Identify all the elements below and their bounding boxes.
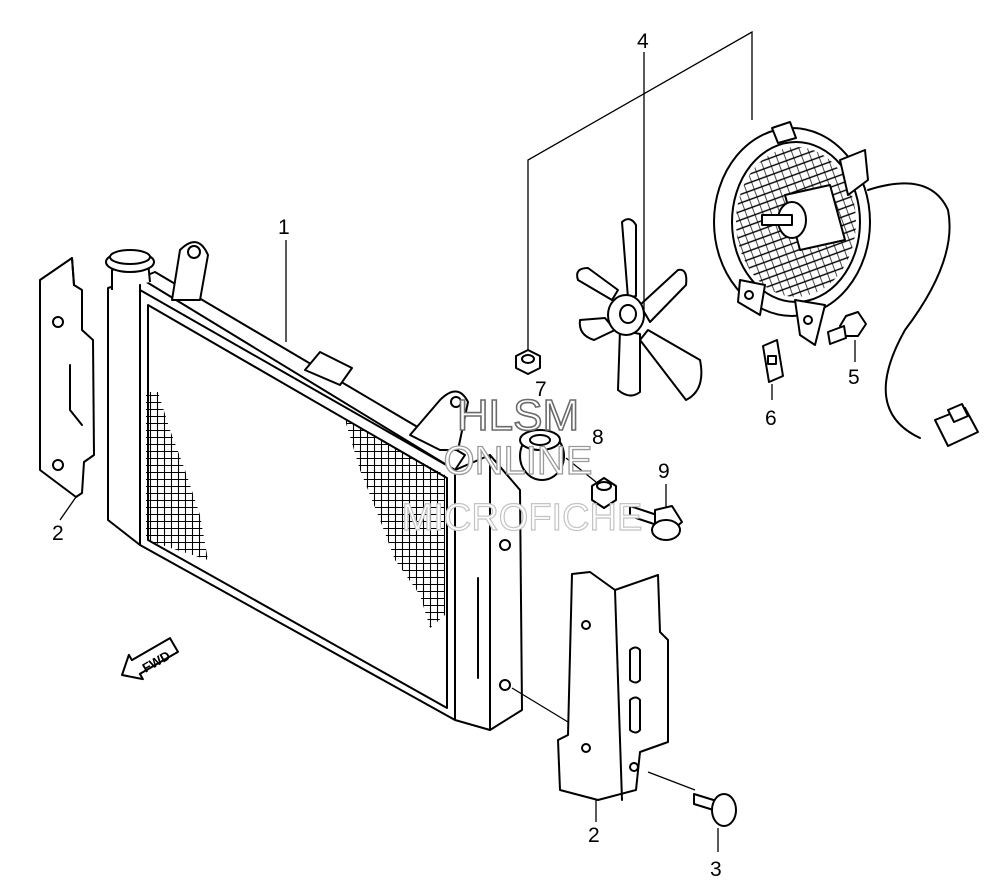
watermark-line-1: HLSM: [457, 391, 579, 440]
callout-3: 3: [710, 858, 722, 881]
watermark-line-3: MICROFICHE: [402, 497, 643, 539]
screw: [647, 771, 737, 852]
fan-blade: [576, 218, 703, 401]
bolt: [827, 311, 867, 362]
clip: [762, 339, 784, 400]
watermark: HLSM ONLINE MICROFICHE: [401, 390, 643, 539]
nut: [515, 349, 541, 375]
fan-assembly-leader: [527, 30, 753, 352]
collar: [565, 457, 617, 509]
right-bracket: [511, 571, 669, 822]
left-bracket: [39, 257, 95, 521]
collar-bolt: [629, 484, 683, 541]
callout-1: 1: [278, 216, 290, 239]
callout-9: 9: [658, 460, 670, 483]
forward-direction-arrow: [121, 637, 179, 681]
callout-8: 8: [592, 426, 604, 449]
callout-2-right: 2: [588, 824, 600, 847]
callout-4: 4: [637, 30, 649, 53]
watermark-line-2: ONLINE: [444, 439, 593, 483]
callout-5: 5: [848, 366, 860, 389]
cushion: [519, 429, 565, 481]
callout-7: 7: [535, 378, 547, 401]
callout-2-left: 2: [52, 522, 64, 545]
radiator: [105, 240, 523, 731]
fan-shroud: [713, 121, 979, 447]
callout-6: 6: [765, 407, 777, 430]
